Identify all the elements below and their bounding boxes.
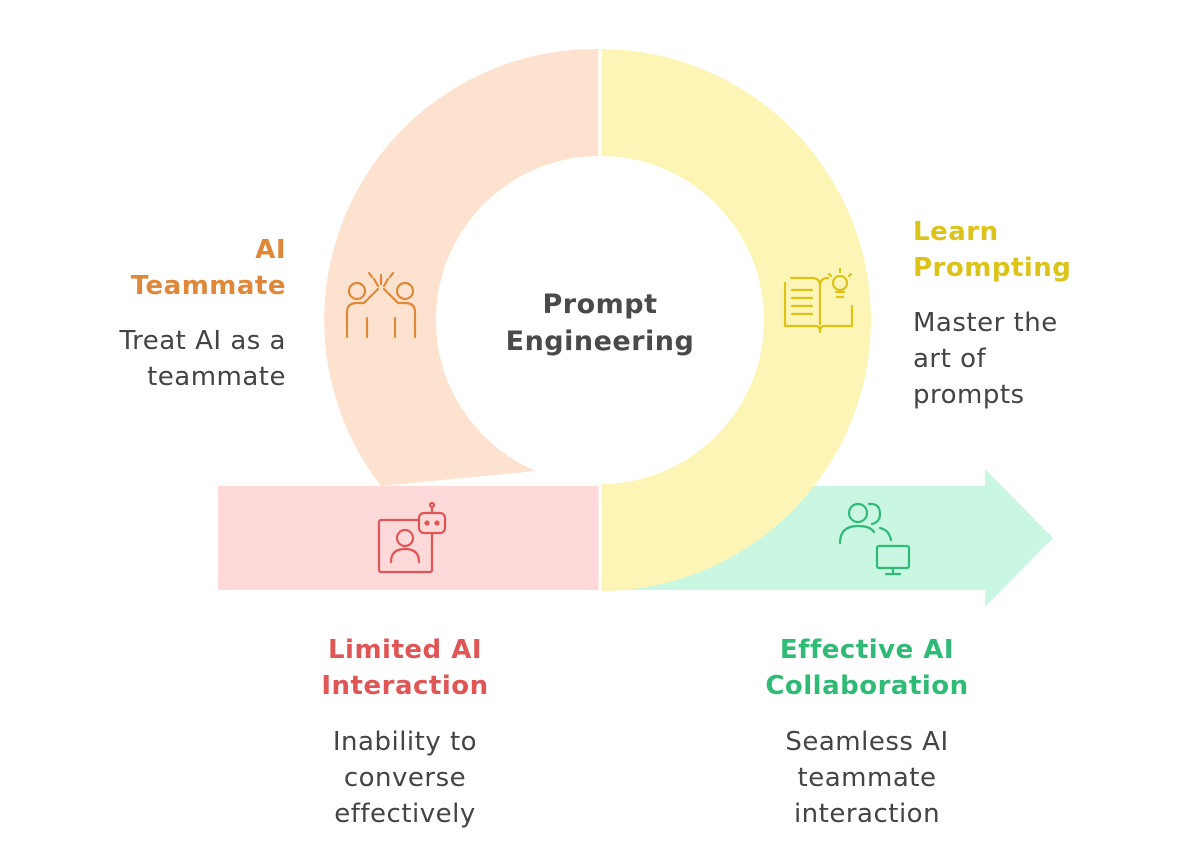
learn-prompting-description: Master the art of prompts: [913, 305, 1058, 413]
limited-ai-description: Inability to converse effectively: [260, 724, 550, 832]
ai-teammate-title-line1: AI: [255, 235, 286, 265]
person-robot-icon: [377, 501, 447, 574]
ai-teammate-description: Treat AI as a teammate: [120, 323, 286, 395]
learn-prompting-title-line2: Prompting: [913, 253, 1072, 283]
ai-teammate-title-line2: Teammate: [130, 271, 286, 301]
effective-ai-desc-line3: interaction: [793, 799, 941, 829]
limited-ai-title-line2: Interaction: [321, 671, 489, 701]
ai-teammate-arc-shape: [324, 48, 600, 487]
limited-ai-title: Limited AI Interaction: [260, 632, 550, 704]
limited-ai-desc-line2: converse: [343, 763, 467, 793]
learn-prompting-arc-shape: [600, 49, 871, 591]
learn-prompting-title: Learn Prompting: [913, 214, 1071, 286]
center-title: Prompt Engineering: [460, 286, 740, 360]
limited-ai-desc-line3: effectively: [334, 799, 476, 829]
learn-prompting-desc-line1: Master the: [913, 308, 1058, 338]
effective-ai-desc-line1: Seamless AI: [785, 727, 949, 757]
limited-ai-desc-line1: Inability to: [332, 727, 478, 757]
learn-prompting-desc-line2: art of: [913, 344, 987, 374]
effective-ai-title-line1: Effective AI: [779, 635, 955, 665]
center-circle: [436, 156, 764, 484]
effective-ai-title: Effective AI Collaboration: [712, 632, 1022, 704]
book-lightbulb-icon: [783, 267, 854, 334]
learn-prompting-desc-line3: prompts: [913, 380, 1025, 410]
limited-ai-rect-overlay: [218, 486, 600, 590]
center-title-line2: Engineering: [505, 326, 695, 357]
ai-teammate-desc-line2: teammate: [147, 362, 286, 392]
users-monitor-icon: [838, 502, 911, 576]
ai-teammate-desc-line1: Treat AI as a: [119, 326, 286, 356]
effective-ai-title-line2: Collaboration: [765, 671, 969, 701]
limited-ai-title-line1: Limited AI: [327, 635, 482, 665]
ai-teammate-title: AI Teammate: [131, 232, 286, 304]
effective-ai-description: Seamless AI teammate interaction: [712, 724, 1022, 832]
effective-ai-desc-line2: teammate: [797, 763, 937, 793]
center-title-line1: Prompt: [542, 289, 658, 320]
high-five-icon: [345, 271, 417, 339]
learn-prompting-title-line1: Learn: [913, 217, 999, 247]
